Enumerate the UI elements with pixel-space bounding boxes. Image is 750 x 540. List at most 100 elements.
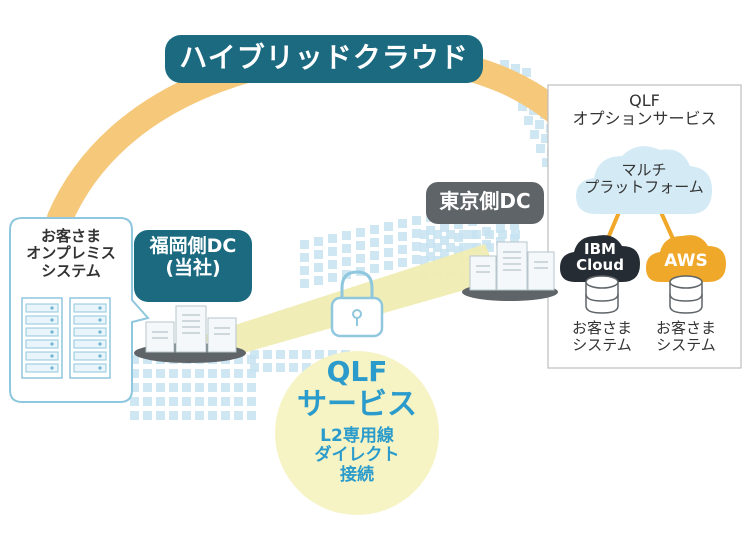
map-cell [247,397,256,406]
hybrid-cloud-banner [165,35,483,83]
qlf-service-label: QLF サービス L2専用線 ダイレクト 接続 [275,355,439,485]
map-cell [398,258,407,267]
multi-platform-label: マルチ プラットフォーム [576,161,712,197]
map-cell [485,243,494,252]
map-cell [195,383,204,392]
map-cell [143,383,152,392]
map-cell [342,257,351,266]
qlf-service-line3: L2専用線 [320,425,394,446]
map-cell [315,350,324,359]
map-cell [182,369,191,378]
qlf-service-circle [275,351,439,515]
tokyo-dc-building-icon [462,241,558,301]
map-cell [221,411,230,420]
map-cell [130,411,139,420]
map-cell [412,229,421,238]
rack-led [50,330,54,334]
map-cell [433,230,442,239]
map-cell [459,243,468,252]
map-cell [289,363,298,372]
map-cell [496,224,505,233]
map-cell [384,248,393,257]
map-cell [440,223,449,232]
map-cell [247,411,256,420]
map-cell [300,240,309,249]
rack-slot [25,363,59,373]
rack-slot [73,315,107,325]
aws-label: AWS [664,251,708,271]
qlf-service-line5: 接続 [340,464,374,485]
map-cell [485,230,494,239]
map-cell [356,228,365,237]
rack-slot [25,339,59,349]
rack-slot [25,303,59,313]
map-cell [328,247,337,256]
database-icon-left [585,275,619,314]
map-cell [433,243,442,252]
customer-system-right-line2: システム [656,336,716,355]
map-cell [472,230,481,239]
map-cell [169,383,178,392]
map-cell [263,350,272,359]
rack-led [98,366,102,370]
hybrid-cloud-title: ハイブリッドクラウド [179,41,469,74]
map-cell [446,243,455,252]
map-cell [370,238,379,247]
map-cell [300,279,309,288]
rack-slot [25,351,59,361]
multi-platform-cloud-icon [576,146,712,214]
map-cell [156,397,165,406]
map-cell [511,64,520,73]
map-cell [536,144,545,153]
map-cell [234,369,243,378]
map-cell [370,251,379,260]
map-cell [221,383,230,392]
map-cell [420,230,429,239]
map-cell [412,255,421,264]
rack-slot [25,327,59,337]
map-cell [542,158,551,167]
map-cell [535,120,544,129]
rack-led [98,330,102,334]
map-cell [169,397,178,406]
map-cell [440,249,449,258]
map-cell [247,355,256,364]
map-cell [398,232,407,241]
onprem-server-racks [21,297,111,379]
rack-slot [25,315,59,325]
onprem-label-line3: システム [41,261,101,280]
map-cell [208,411,217,420]
map-cell [328,260,337,269]
map-cell [518,102,527,111]
map-cell [446,230,455,239]
map-cell [511,230,520,239]
database-icon-right [669,275,703,314]
map-cell [276,350,285,359]
map-cell [195,411,204,420]
map-cell [169,411,178,420]
qlf-service-line2: サービス [297,387,417,423]
map-cell [420,256,429,265]
map-cell [426,239,435,248]
map-cell [510,221,519,230]
rack-led [50,354,54,358]
qlf-service-line4: ダイレクト [314,445,400,466]
map-cell [498,230,507,239]
map-cell [130,355,139,364]
map-cell [398,219,407,228]
qlf-service-line1: QLF [326,355,388,388]
map-cell [302,350,311,359]
ibm-cloud-label-line2: Cloud [576,255,624,274]
map-cell [314,250,323,259]
map-cell [370,225,379,234]
map-cell [412,242,421,251]
map-cell [289,350,298,359]
map-cell [247,383,256,392]
tokyo-dc-label: 東京側DC [439,189,531,213]
ibm-cloud-icon [560,235,640,282]
map-cell [328,350,337,359]
map-cell [276,363,285,372]
map-cell [541,134,550,143]
map-cell [195,369,204,378]
